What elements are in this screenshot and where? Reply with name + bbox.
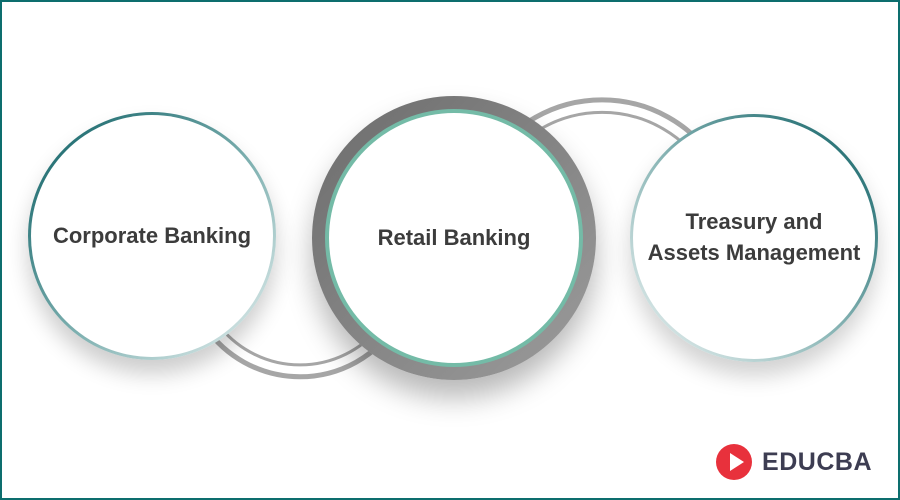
node-corporate-banking-face: Corporate Banking	[31, 115, 273, 357]
node-retail-banking: Retail Banking	[312, 96, 596, 380]
play-icon	[716, 444, 753, 480]
node-treasury-assets-management-face: Treasury and Assets Management	[633, 117, 875, 359]
node-label-corporate-banking: Corporate Banking	[52, 222, 252, 248]
node-label-treasury-assets-management: Treasury and Assets Management	[647, 209, 861, 265]
educba-logo: EDUCBA	[716, 444, 872, 480]
node-label-retail-banking: Retail Banking	[377, 224, 531, 250]
educba-logo-text: EDUCBA	[762, 447, 872, 476]
node-treasury-assets-management: Treasury and Assets Management	[630, 114, 878, 362]
node-corporate-banking: Corporate Banking	[28, 112, 276, 360]
node-retail-banking-face: Retail Banking	[329, 113, 579, 363]
